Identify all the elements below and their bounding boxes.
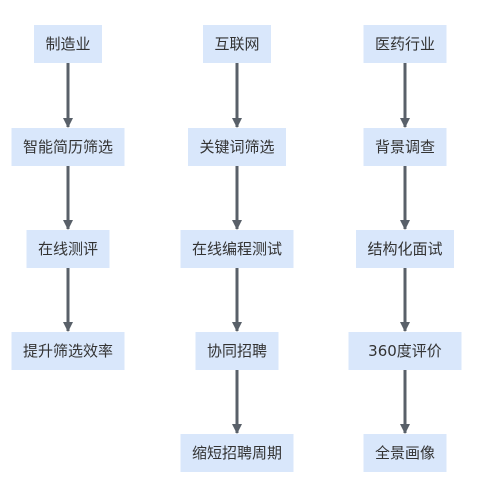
node-label: 互联网 [214, 35, 259, 53]
flow-node-internet-1: 关键词筛选 [188, 128, 286, 166]
flow-node-pharma-1: 背景调查 [363, 128, 447, 166]
flow-node-pharma-3: 360度评价 [348, 332, 462, 370]
node-box [11, 128, 125, 166]
flow-node-manufacturing-3: 提升筛选效率 [11, 332, 125, 370]
node-box [180, 434, 294, 472]
node-label: 在线编程测试 [192, 240, 282, 258]
flow-node-pharma-0: 医药行业 [363, 25, 447, 63]
node-label: 关键词筛选 [199, 138, 274, 156]
flow-node-pharma-2: 结构化面试 [356, 230, 454, 268]
node-box [26, 230, 110, 268]
flow-node-internet-3: 协同招聘 [195, 332, 279, 370]
node-label: 结构化面试 [367, 240, 442, 258]
node-label: 背景调查 [375, 138, 435, 156]
node-box [188, 128, 286, 166]
flow-node-manufacturing-0: 制造业 [34, 25, 102, 63]
node-box [34, 25, 102, 63]
node-label: 全景画像 [375, 444, 435, 462]
node-box [195, 332, 279, 370]
node-label: 360度评价 [368, 342, 442, 360]
arrows-layer [63, 63, 410, 434]
node-box [11, 332, 125, 370]
flow-node-manufacturing-1: 智能简历筛选 [11, 128, 125, 166]
node-box [363, 25, 447, 63]
node-box [363, 128, 447, 166]
node-box [203, 25, 271, 63]
node-label: 智能简历筛选 [23, 138, 113, 156]
node-label: 协同招聘 [207, 342, 267, 360]
node-box [363, 434, 447, 472]
flow-node-internet-4: 缩短招聘周期 [180, 434, 294, 472]
node-label: 提升筛选效率 [23, 342, 113, 360]
node-label: 缩短招聘周期 [192, 444, 282, 462]
node-box [348, 332, 462, 370]
flow-node-internet-2: 在线编程测试 [180, 230, 294, 268]
flow-node-internet-0: 互联网 [203, 25, 271, 63]
node-label: 在线测评 [38, 240, 98, 258]
node-label: 制造业 [45, 35, 90, 53]
node-box [356, 230, 454, 268]
flow-node-manufacturing-2: 在线测评 [26, 230, 110, 268]
flow-node-pharma-4: 全景画像 [363, 434, 447, 472]
node-box [180, 230, 294, 268]
node-label: 医药行业 [375, 35, 435, 53]
